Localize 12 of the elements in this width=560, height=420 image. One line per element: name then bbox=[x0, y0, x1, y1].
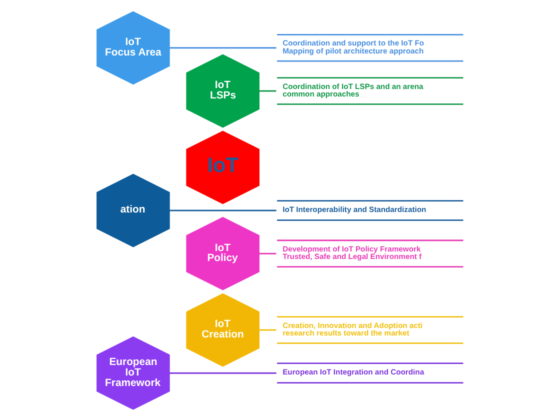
node-text: IoT Interoperability and Standardization bbox=[282, 204, 426, 214]
connector bbox=[258, 328, 276, 330]
connector bbox=[168, 209, 276, 211]
node-text: Development of IoT Policy Framework Trusted, Safe and Legal Environment f bbox=[282, 244, 422, 260]
node-text: European IoT Integration and Coordina bbox=[282, 366, 424, 376]
node-text: Creation, Innovation and Adoption acti research results toward the market bbox=[282, 320, 422, 337]
node-text: Coordination and support to the IoT Fo Mapping of pilot architecture approach bbox=[282, 38, 424, 55]
connector bbox=[168, 46, 276, 48]
connector bbox=[168, 372, 276, 374]
node-text: Coordination of IoT LSPs and an arena common approaches bbox=[282, 81, 423, 98]
connector bbox=[258, 90, 276, 92]
connector bbox=[258, 252, 276, 254]
